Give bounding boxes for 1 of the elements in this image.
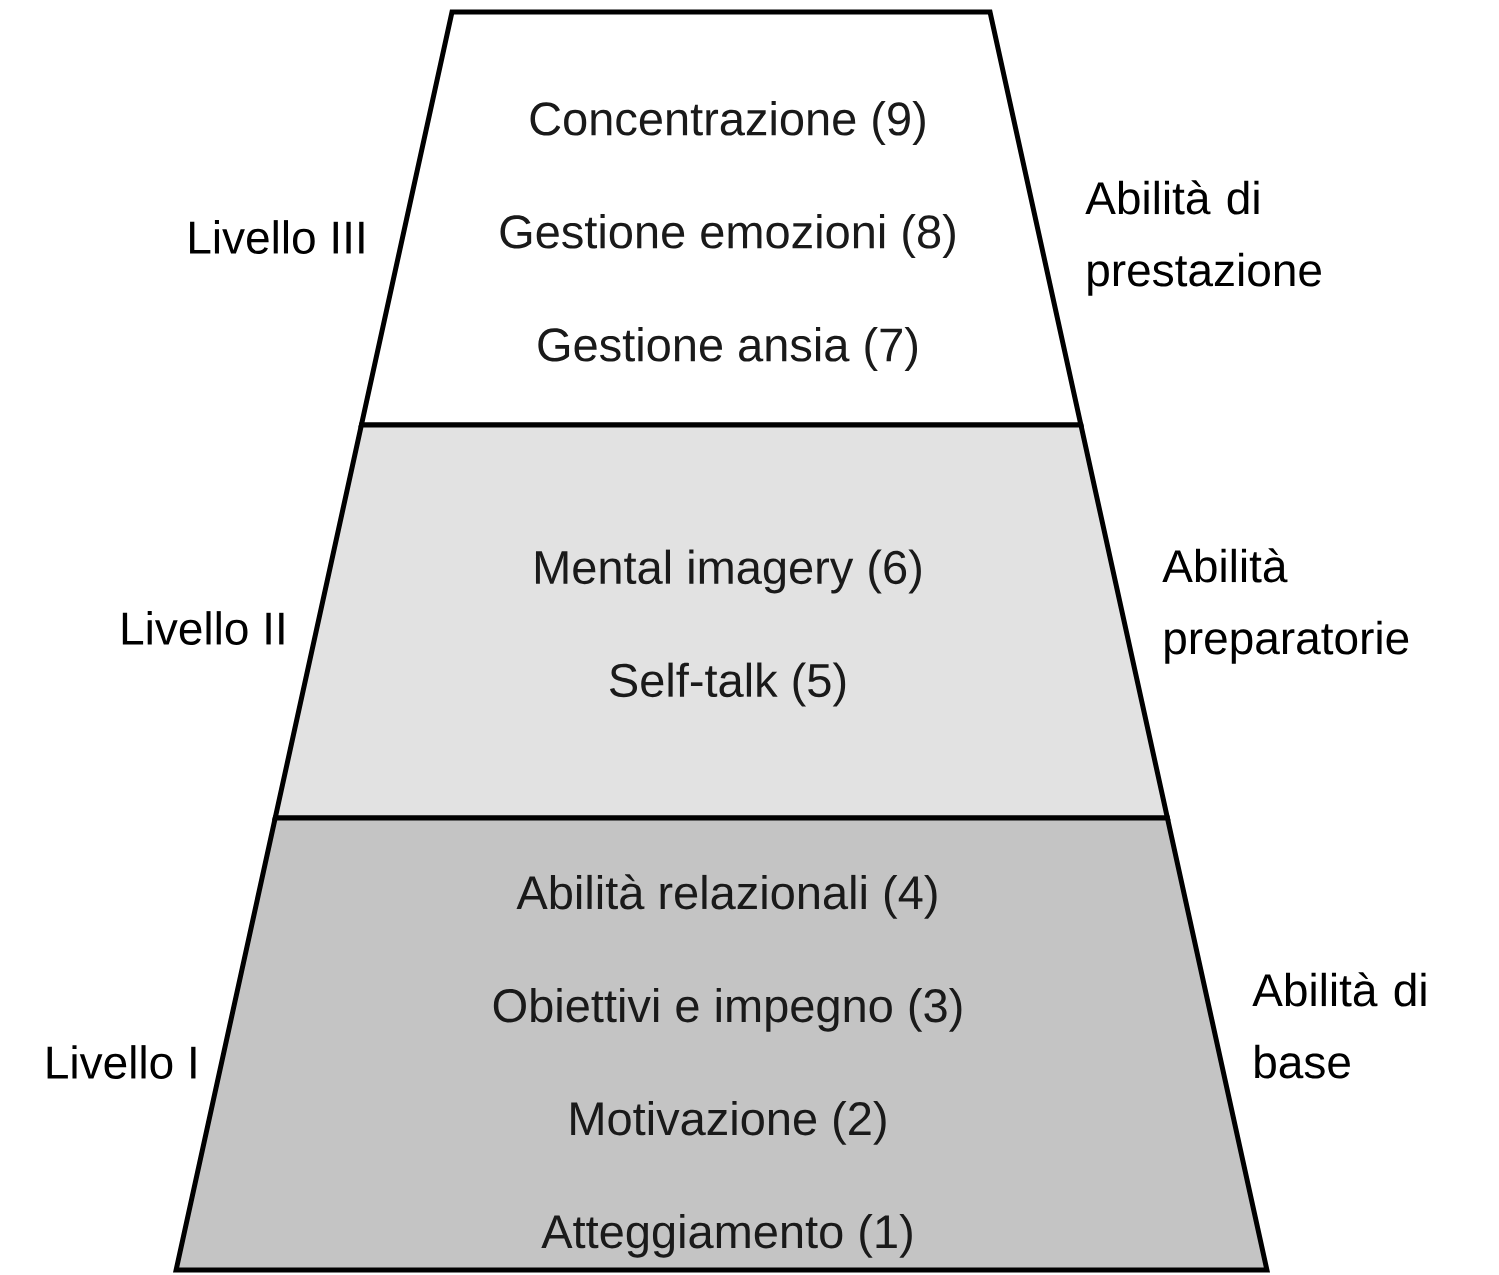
skill-label: Abilità di prestazione [1085, 180, 1321, 296]
